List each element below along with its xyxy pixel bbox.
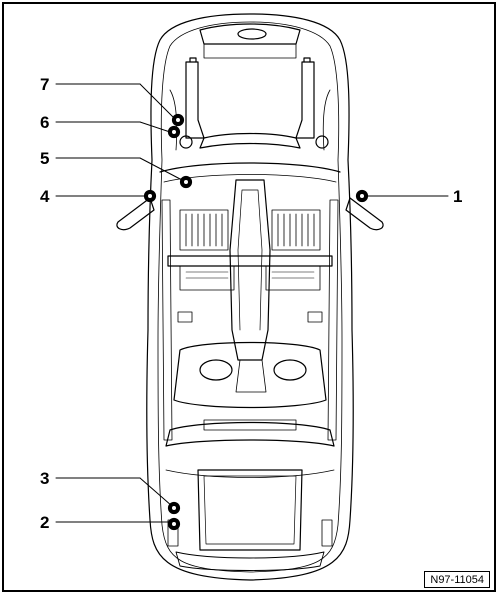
diagram-frame [2, 2, 496, 592]
right-front-rail [295, 61, 315, 139]
trunk-floor [197, 469, 303, 551]
front-grille [199, 23, 301, 45]
callout-6: 6 [40, 113, 50, 132]
point-6 [167, 125, 181, 139]
front-emblem [237, 28, 267, 40]
rear-seat-pan [173, 341, 327, 409]
car-body-inner-outline [157, 21, 343, 573]
seat-crossmember [167, 255, 333, 267]
callout-4: 4 [40, 187, 50, 206]
right-rear-well [273, 359, 307, 381]
point-1 [355, 189, 369, 203]
point-7 [171, 113, 185, 127]
right-floor-ribs [271, 209, 321, 251]
callout-7: 7 [40, 75, 50, 94]
point-4 [143, 189, 157, 203]
rear-axle-line [165, 469, 335, 478]
center-tunnel [229, 179, 271, 361]
reference-code: N97-11054 [424, 571, 490, 588]
callout-5: 5 [40, 149, 50, 168]
leader-lines [55, 83, 449, 523]
left-strut-mount [179, 135, 193, 149]
rear-bumper [175, 551, 325, 571]
car-body-outline [146, 13, 354, 581]
connection-points [143, 113, 369, 531]
point-3 [167, 501, 181, 515]
left-front-rail [185, 61, 205, 139]
point-5 [179, 175, 193, 189]
left-rear-well [199, 359, 233, 381]
cowl-line [159, 162, 341, 173]
callout-2: 2 [40, 513, 50, 532]
callout-3: 3 [40, 469, 50, 488]
left-floor-ribs [179, 209, 229, 251]
point-2 [167, 517, 181, 531]
right-strut-mount [315, 135, 329, 149]
engine-bay-crossmember [199, 132, 301, 149]
callout-1: 1 [453, 187, 463, 206]
rear-crossmember [165, 421, 335, 447]
left-mirror [116, 197, 155, 231]
right-sill [327, 199, 339, 441]
left-sill [161, 199, 173, 441]
right-mirror [345, 197, 384, 231]
